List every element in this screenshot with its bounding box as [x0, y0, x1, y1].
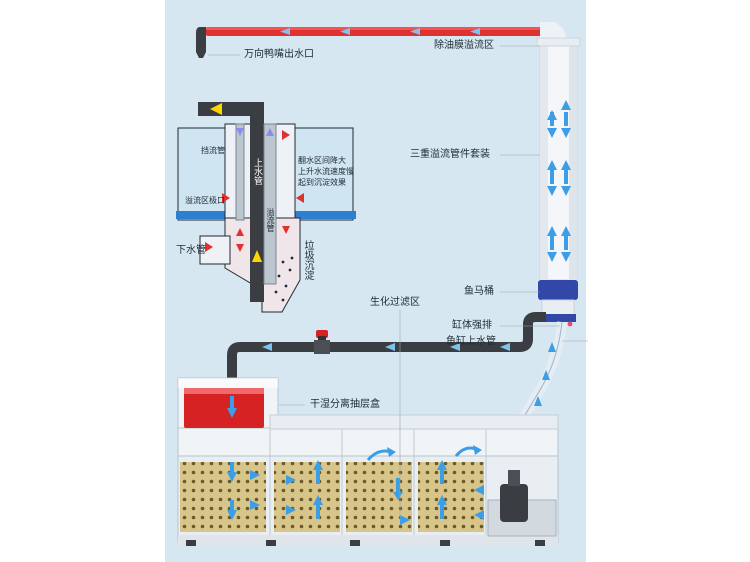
siphon-bucket [538, 280, 578, 300]
label-siphon-bucket: 鱼马桶 [464, 286, 494, 297]
label-surface-skimmer-overflow: 除油膜溢流区 [434, 40, 494, 51]
label-outlet-nozzle: 万向鸭嘴出水口 [244, 49, 314, 60]
triple-overflow-column [536, 37, 581, 327]
leader-lines [208, 45, 560, 520]
inset-label-upflow-pipe: 上水管 [252, 158, 262, 185]
wet-dry-drawer [184, 388, 264, 428]
inset-label-overflow-slot: 溢流区极口 [185, 196, 225, 205]
sump-flow-arrows [227, 396, 484, 525]
inset-note-line-3: 起到沉淀效果 [298, 178, 346, 187]
label-triple-overflow-kit: 三重溢流管件套装 [410, 149, 490, 160]
inset-label-baffle-pipe: 挡流管 [201, 146, 225, 155]
inset-label-drain-pipe: 下水管 [176, 245, 206, 256]
label-bio-filter-zone: 生化过滤区 [370, 297, 420, 308]
label-tank-forced-drain: 缸体强排 [452, 320, 492, 331]
inset-note-line-1: 翻水区间降大 [298, 156, 346, 165]
label-tank-return-pipe: 鱼缸上水管 [446, 336, 496, 347]
top-pipe-flow-arrows [280, 28, 480, 35]
duckbill-nozzle [196, 52, 206, 58]
return-pipe-arrows [262, 343, 510, 351]
return-pump [487, 470, 557, 537]
tank-return-pipe [227, 312, 546, 398]
inset-label-debris-settling: 垃圾沉淀 [302, 240, 313, 280]
inset-label-overflow-pipe: 溢流管 [266, 208, 275, 232]
inset-note-line-2: 上升水流速度慢 [298, 167, 354, 176]
bio-media-blocks [180, 462, 484, 532]
return-pipe-top [196, 22, 566, 58]
column-flow-arrows [547, 100, 571, 262]
label-wet-dry-drawer: 干湿分离抽层盒 [310, 399, 380, 410]
inset-overflow-detail [176, 102, 356, 313]
